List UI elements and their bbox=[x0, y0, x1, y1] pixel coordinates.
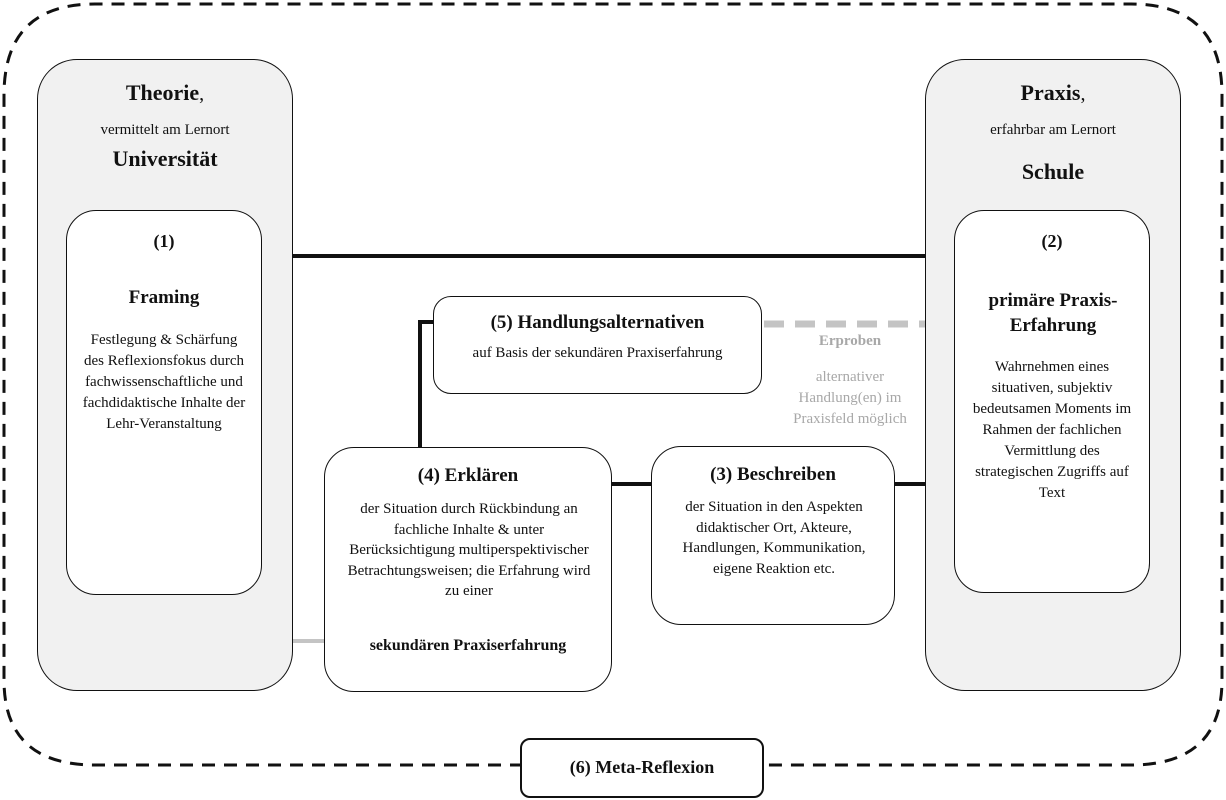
step-alternatives-box: (5) Handlungsalternativen auf Basis der … bbox=[433, 296, 762, 394]
practice-place: Schule bbox=[1021, 159, 1085, 184]
step-experience-box: (2) primäre Praxis-Erfahrung Wahrnehmen … bbox=[954, 210, 1150, 593]
step-framing-number: (1) bbox=[153, 231, 175, 251]
theory-title: Theorie bbox=[125, 80, 200, 105]
step-describe-title: (3) Beschreiben bbox=[710, 464, 836, 485]
practice-heading: Praxis, bbox=[926, 80, 1180, 106]
practice-comma: , bbox=[1080, 83, 1086, 105]
step-describe-text: der Situation in den Aspekten didaktisch… bbox=[682, 499, 866, 577]
step-explain-emphasis: sekundären Praxiserfahrung bbox=[369, 637, 567, 654]
meta-reflexion-box: (6) Meta-Reflexion bbox=[520, 738, 764, 798]
theory-heading: Theorie, bbox=[38, 80, 292, 106]
step-explain-text: der Situation durch Rückbindung an fachl… bbox=[347, 501, 591, 599]
step-framing-title: Framing bbox=[128, 287, 200, 308]
theory-subtitle: vermittelt am Lernort bbox=[100, 122, 230, 138]
theory-comma: , bbox=[199, 83, 205, 105]
step-explain-box: (4) Erklären der Situation durch Rückbin… bbox=[324, 447, 612, 692]
try-out-label: Erproben bbox=[818, 333, 882, 349]
step-framing-text: Festlegung & Schärfung des Reflexionsfok… bbox=[82, 332, 246, 432]
theory-place: Universität bbox=[112, 146, 218, 171]
step-experience-number: (2) bbox=[1041, 231, 1063, 251]
step-experience-title: primäre Praxis-Erfahrung bbox=[988, 290, 1118, 336]
step-alternatives-text: auf Basis der sekundären Praxiserfahrung bbox=[472, 345, 723, 361]
try-out-text: alternativer Handlung(en) im Praxisfeld … bbox=[793, 369, 907, 427]
step-framing-box: (1) Framing Festlegung & Schärfung des R… bbox=[66, 210, 262, 595]
practice-subtitle: erfahrbar am Lernort bbox=[990, 122, 1116, 138]
step-describe-box: (3) Beschreiben der Situation in den Asp… bbox=[651, 446, 895, 625]
meta-reflexion-title: (6) Meta-Reflexion bbox=[569, 757, 715, 777]
step-explain-title: (4) Erklären bbox=[417, 465, 519, 486]
practice-title: Praxis bbox=[1020, 80, 1081, 105]
step-experience-text: Wahrnehmen eines situativen, subjektiv b… bbox=[972, 359, 1132, 501]
step-alternatives-title: (5) Handlungsalternativen bbox=[490, 312, 705, 333]
